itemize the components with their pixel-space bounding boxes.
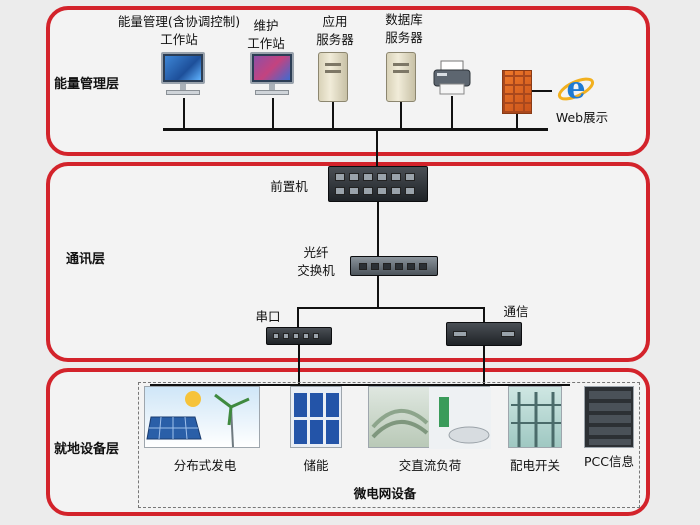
comm-to-field-line bbox=[483, 346, 485, 385]
maintenance-workstation-icon bbox=[249, 52, 295, 98]
management-to-frontend-line bbox=[376, 130, 378, 166]
management-bus-line bbox=[163, 128, 548, 131]
communication-layer-title: 通讯层 bbox=[66, 252, 106, 267]
energy-storage-label: 储能 bbox=[303, 458, 329, 473]
comm-label: 通信 bbox=[503, 304, 529, 319]
firewall-icon bbox=[502, 70, 532, 114]
switch-down-line bbox=[377, 276, 379, 308]
distributed-generation-label: 分布式发电 bbox=[173, 458, 237, 473]
pcc-info-image bbox=[584, 386, 634, 448]
energy-workstation-label-1: 能量管理(含协调控制) bbox=[117, 14, 241, 29]
app-server-icon bbox=[318, 52, 348, 102]
printer-icon bbox=[432, 60, 472, 96]
energy-workstation-link bbox=[183, 98, 185, 128]
field-bus-line bbox=[150, 384, 570, 386]
app-server-label-1: 应用 bbox=[322, 14, 348, 29]
switch-branch-line bbox=[297, 307, 484, 309]
fiber-switch-label-2: 交换机 bbox=[297, 263, 335, 278]
maintenance-workstation-label-2: 工作站 bbox=[247, 36, 285, 51]
acdc-load-image bbox=[368, 386, 491, 449]
fiber-switch-icon bbox=[350, 256, 438, 276]
management-layer-title: 能量管理层 bbox=[54, 77, 120, 92]
app-server-label-2: 服务器 bbox=[316, 32, 354, 47]
firewall-web-link bbox=[532, 90, 552, 92]
distribution-switch-label: 配电开关 bbox=[509, 458, 560, 473]
db-server-label-1: 数据库 bbox=[385, 12, 423, 27]
microgrid-device-group-border bbox=[138, 382, 640, 508]
comm-device-icon bbox=[446, 322, 522, 346]
web-browser-icon-letter: e bbox=[566, 71, 585, 106]
branch-to-serial-line bbox=[297, 307, 299, 327]
frontend-to-switch-line bbox=[377, 202, 379, 258]
app-server-link bbox=[332, 102, 334, 128]
serial-port-label: 串口 bbox=[255, 309, 281, 324]
firewall-link bbox=[516, 114, 518, 128]
energy-workstation-icon bbox=[160, 52, 206, 98]
db-server-link bbox=[400, 102, 402, 128]
field-layer-title: 就地设备层 bbox=[54, 442, 120, 457]
branch-to-comm-line bbox=[483, 307, 485, 327]
serial-to-field-line bbox=[298, 345, 300, 385]
fiber-switch-label-1: 光纤 bbox=[303, 245, 329, 260]
printer-link bbox=[451, 96, 453, 128]
microgrid-devices-label: 微电网设备 bbox=[353, 486, 417, 501]
web-display-label: Web展示 bbox=[555, 110, 609, 125]
serial-server-icon bbox=[266, 327, 332, 345]
maintenance-workstation-link bbox=[272, 98, 274, 128]
front-end-processor-icon bbox=[328, 166, 428, 202]
db-server-icon bbox=[386, 52, 416, 102]
energy-storage-image bbox=[290, 386, 342, 448]
distributed-generation-image bbox=[144, 386, 260, 448]
management-layer-box bbox=[46, 6, 650, 156]
front-end-label: 前置机 bbox=[270, 179, 308, 194]
distribution-switch-image bbox=[508, 386, 562, 448]
energy-workstation-label-2: 工作站 bbox=[160, 32, 198, 47]
maintenance-workstation-label-1: 维护 bbox=[253, 18, 279, 33]
acdc-load-label: 交直流负荷 bbox=[398, 458, 462, 473]
pcc-info-label: PCC信息 bbox=[584, 454, 634, 469]
web-browser-icon: e bbox=[556, 70, 596, 108]
db-server-label-2: 服务器 bbox=[385, 30, 423, 45]
